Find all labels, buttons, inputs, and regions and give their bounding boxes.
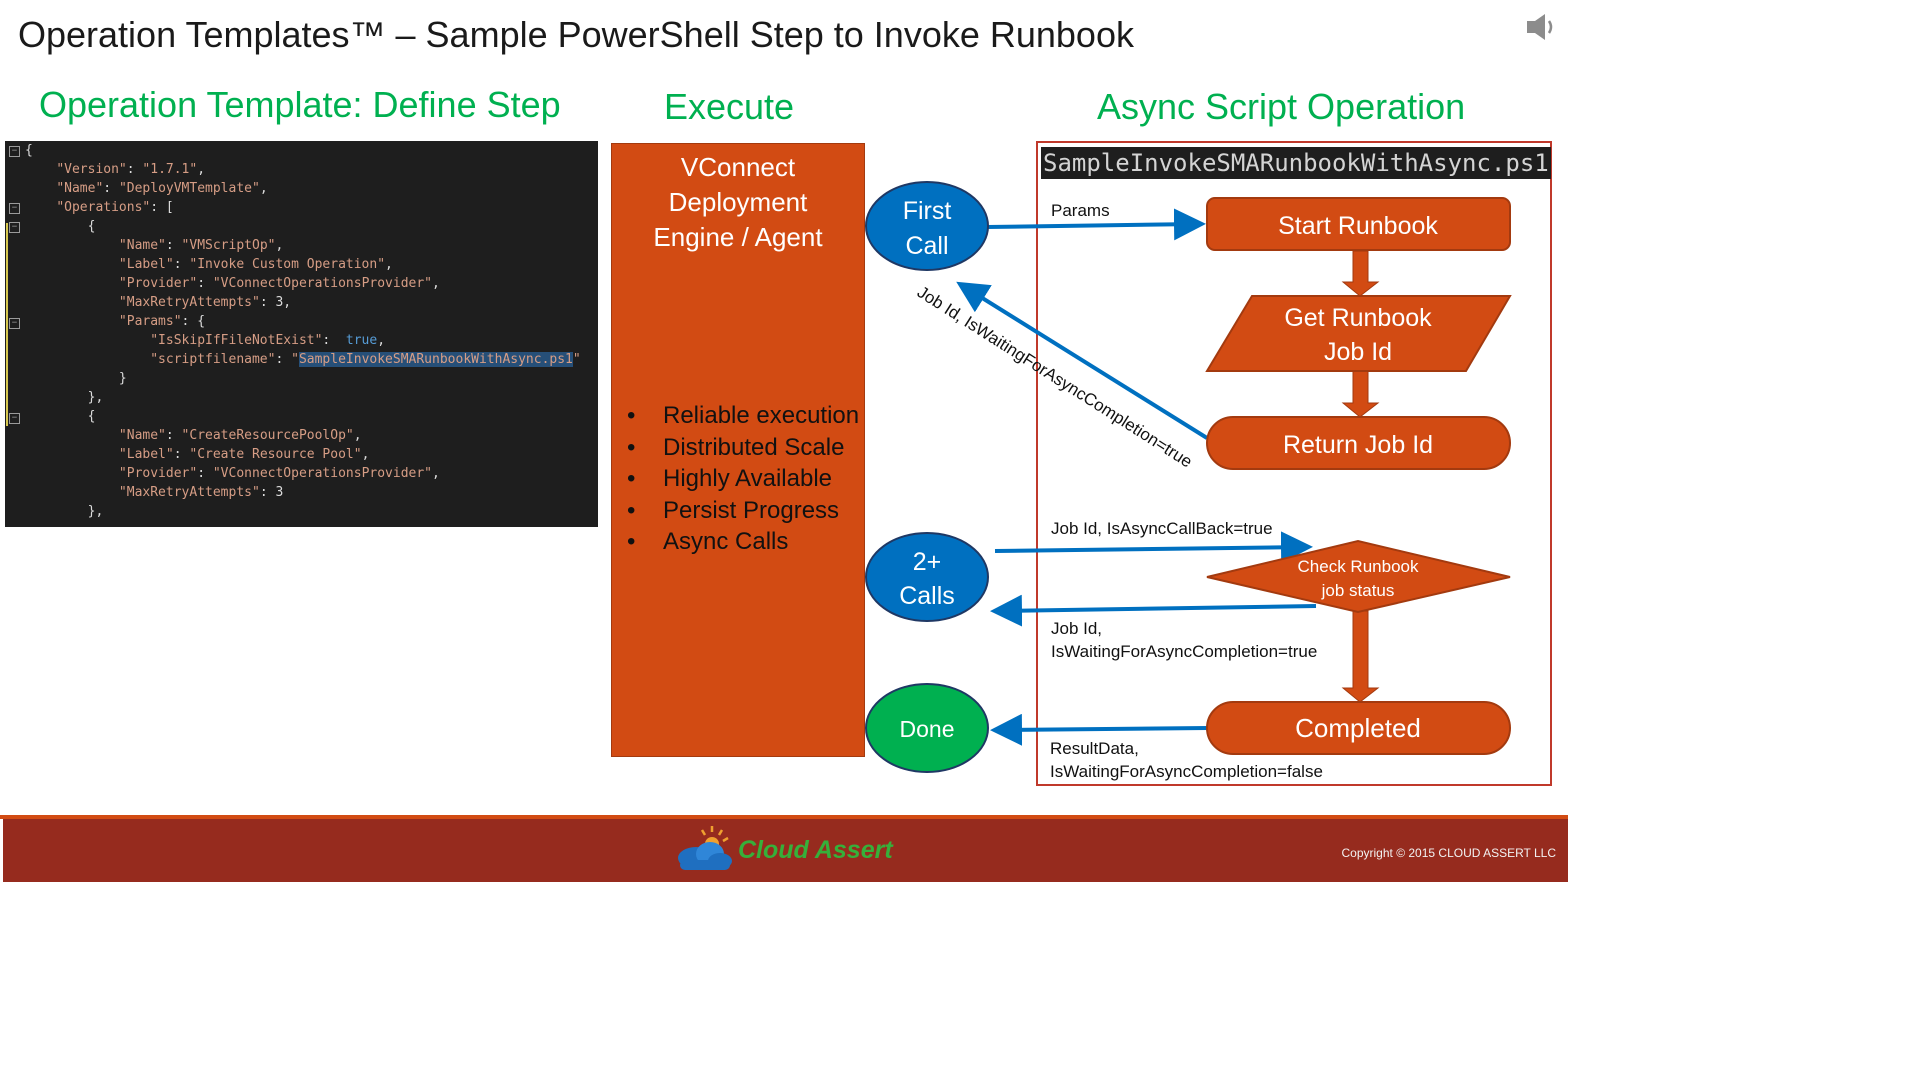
first-call-label: Call <box>905 232 948 260</box>
get-runbook-label: Get Runbook <box>1284 304 1432 332</box>
copyright-text: Copyright © 2015 CLOUD ASSERT LLC <box>1341 846 1557 860</box>
callback-arrow <box>994 531 1313 564</box>
return-jobid-node <box>1206 416 1511 470</box>
params-label: Params <box>1051 201 1110 220</box>
more-calls-label: Calls <box>899 582 955 610</box>
code-line: "IsSkipIfFileNotExist": true, <box>150 333 386 348</box>
fold-toggle[interactable]: − <box>9 222 20 233</box>
code-line: "Provider": "VConnectOperationsProvider"… <box>118 276 440 291</box>
code-line: "MaxRetryAttempts": 3 <box>118 485 284 500</box>
engine-title-line: VConnect <box>680 152 796 182</box>
code-line: }, <box>25 504 104 519</box>
footer-edge <box>0 819 3 882</box>
flow-down-arrow <box>1341 610 1380 703</box>
code-line: "Version": "1.7.1", <box>56 162 206 177</box>
code-line: "Operations": [ <box>56 200 174 215</box>
deployment-engine-box <box>611 143 865 757</box>
code-line: { <box>25 409 96 424</box>
code-line: "Label": "Create Resource Pool", <box>118 447 370 462</box>
code-line: "Params": { <box>118 314 206 329</box>
jobid-return-arrow <box>956 281 1209 440</box>
completed-label: Completed <box>1295 713 1421 743</box>
fold-toggle[interactable]: − <box>9 413 20 424</box>
waiting-arrow <box>990 594 1317 627</box>
fold-toggle[interactable]: − <box>9 318 20 329</box>
more-calls-node <box>865 532 989 622</box>
code-line: "scriptfilename": "SampleInvokeSMARunboo… <box>150 352 581 367</box>
engine-bullet-list: •Reliable execution •Distributed Scale •… <box>627 400 859 558</box>
check-status-label: job status <box>1321 581 1395 600</box>
code-line: "Label": "Invoke Custom Operation", <box>118 257 393 272</box>
code-line: } <box>25 371 127 386</box>
done-node <box>865 683 989 773</box>
bullet-item: •Reliable execution <box>627 402 860 429</box>
get-runbook-node <box>1205 295 1512 372</box>
bullet-item: •Persist Progress <box>627 496 840 524</box>
bullet-item: •Async Calls <box>627 528 789 555</box>
script-filename: SampleInvokeSMARunbookWithAsync.ps1 <box>1041 147 1551 179</box>
async-op-heading: Async Script Operation <box>1097 86 1466 127</box>
bullet-item: •Highly Available <box>627 465 832 492</box>
speaker-icon[interactable] <box>1524 12 1556 42</box>
engine-title-line: Engine / Agent <box>653 222 823 252</box>
code-editor: − − − − − { "Version": "1.7.1", "Name": … <box>5 141 598 527</box>
code-line: "Name": "DeployVMTemplate", <box>56 181 268 196</box>
result-arrow <box>990 713 1209 746</box>
done-label: Done <box>900 716 955 742</box>
code-line: "Provider": "VConnectOperationsProvider"… <box>118 466 440 481</box>
code-line: "Name": "VMScriptOp", <box>118 238 284 253</box>
slide-title: Operation Templates™ – Sample PowerShell… <box>18 14 1134 55</box>
flow-down-arrow <box>1341 250 1380 297</box>
first-call-label: First <box>903 197 952 225</box>
bullet-item: •Distributed Scale <box>627 433 845 461</box>
return-jobid-label: Return Job Id <box>1283 431 1433 459</box>
start-runbook-label: Start Runbook <box>1278 212 1438 240</box>
check-status-node <box>1206 539 1511 614</box>
execute-heading: Execute <box>664 86 795 127</box>
more-calls-label: 2+ <box>913 548 942 576</box>
async-script-frame <box>1036 141 1552 786</box>
first-call-node <box>865 181 989 271</box>
code-line: { <box>25 143 33 158</box>
code-line: }, <box>25 390 104 405</box>
brand-logo-text: Cloud Assert <box>738 836 893 864</box>
params-arrow <box>986 208 1206 241</box>
result-label: ResultData, IsWaitingForAsyncCompletion=… <box>1050 739 1323 781</box>
code-line: "Name": "CreateResourcePoolOp", <box>118 428 362 443</box>
footer-bar <box>0 815 1568 882</box>
waiting-label: Job Id, IsWaitingForAsyncCompletion=true <box>1051 619 1318 661</box>
engine-title: VConnect Deployment Engine / Agent <box>611 150 865 255</box>
flow-diagram: First Call 2+ Calls Done Start Runbook G… <box>865 181 1512 773</box>
code-line: { <box>25 219 96 234</box>
get-runbook-label: Job Id <box>1324 338 1392 366</box>
callback-label: Job Id, IsAsyncCallBack=true <box>1051 519 1273 538</box>
code-line: "MaxRetryAttempts": 3, <box>118 295 292 310</box>
check-status-label: Check Runbook <box>1298 557 1419 576</box>
fold-toggle[interactable]: − <box>9 146 20 157</box>
cloud-logo-icon <box>678 826 732 870</box>
flow-down-arrow <box>1341 370 1380 418</box>
completed-node <box>1206 701 1511 755</box>
define-step-heading: Operation Template: Define Step <box>39 84 561 125</box>
start-runbook-node <box>1206 197 1511 251</box>
engine-title-line: Deployment <box>668 187 808 217</box>
fold-toggle[interactable]: − <box>9 203 20 214</box>
diag-arrow-label: Job Id, IsWaitingForAsyncCompletion=true <box>914 282 1196 471</box>
